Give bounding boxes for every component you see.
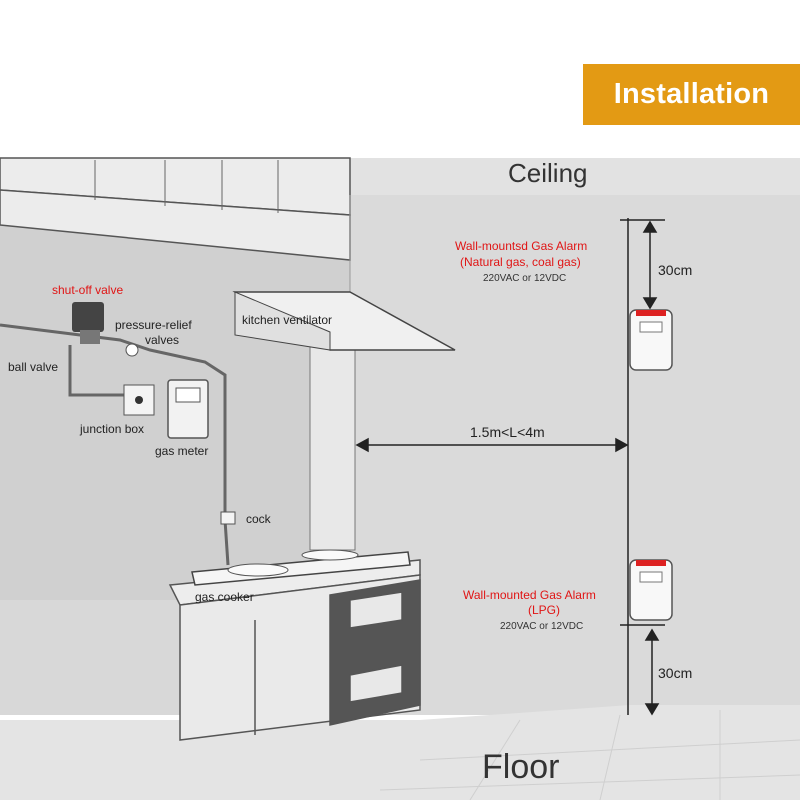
junction-box [123, 384, 155, 416]
kitchen-ventilator-label: kitchen ventilator [242, 313, 333, 327]
ceiling-band [0, 158, 800, 195]
cock-label: cock [246, 512, 271, 526]
alarm-bottom-power: 220VAC or 12VDC [500, 621, 584, 632]
alarm-top-title: Wall-mountsd Gas Alarm [455, 239, 588, 253]
gas-meter-label: gas meter [155, 444, 209, 458]
pressure-relief-label-1: pressure-relief [115, 318, 192, 332]
floor-tiles [379, 710, 800, 800]
installation-banner: Installation [583, 64, 800, 125]
alarm-bottom-title: Wall-mounted Gas Alarm [463, 588, 596, 602]
alarm-bottom-distance: 30cm [658, 665, 693, 681]
gas-meter [167, 379, 209, 439]
alarm-top-distance: 30cm [658, 262, 693, 278]
junction-box-label: junction box [80, 422, 145, 436]
measure-lines [355, 218, 665, 716]
right-wall [350, 195, 800, 715]
pressure-relief-label-2: valves [145, 333, 180, 347]
floor [0, 705, 800, 800]
ball-valve-label: ball valve [8, 360, 59, 374]
floor-label: Floor [482, 748, 560, 786]
alarm-bottom-subtitle: (LPG) [528, 603, 561, 617]
shutoff-valve [72, 302, 139, 357]
kitchen-ventilator [232, 291, 456, 551]
cock-valve [220, 511, 236, 525]
left-wall [0, 158, 350, 600]
gas-cooker-label: gas cooker [195, 590, 254, 604]
alarm-top-power: 220VAC or 12VDC [483, 273, 567, 284]
gas-alarm-bottom-device [629, 559, 673, 621]
gas-alarm-top-device [629, 309, 673, 371]
alarm-top-subtitle: (Natural gas, coal gas) [460, 255, 581, 269]
base-cabinets [179, 574, 421, 741]
shutoff-valve-label: shut-off valve [52, 283, 124, 297]
horizontal-distance-label: 1.5m<L<4m [470, 424, 545, 440]
ceiling-label: Ceiling [508, 158, 588, 188]
